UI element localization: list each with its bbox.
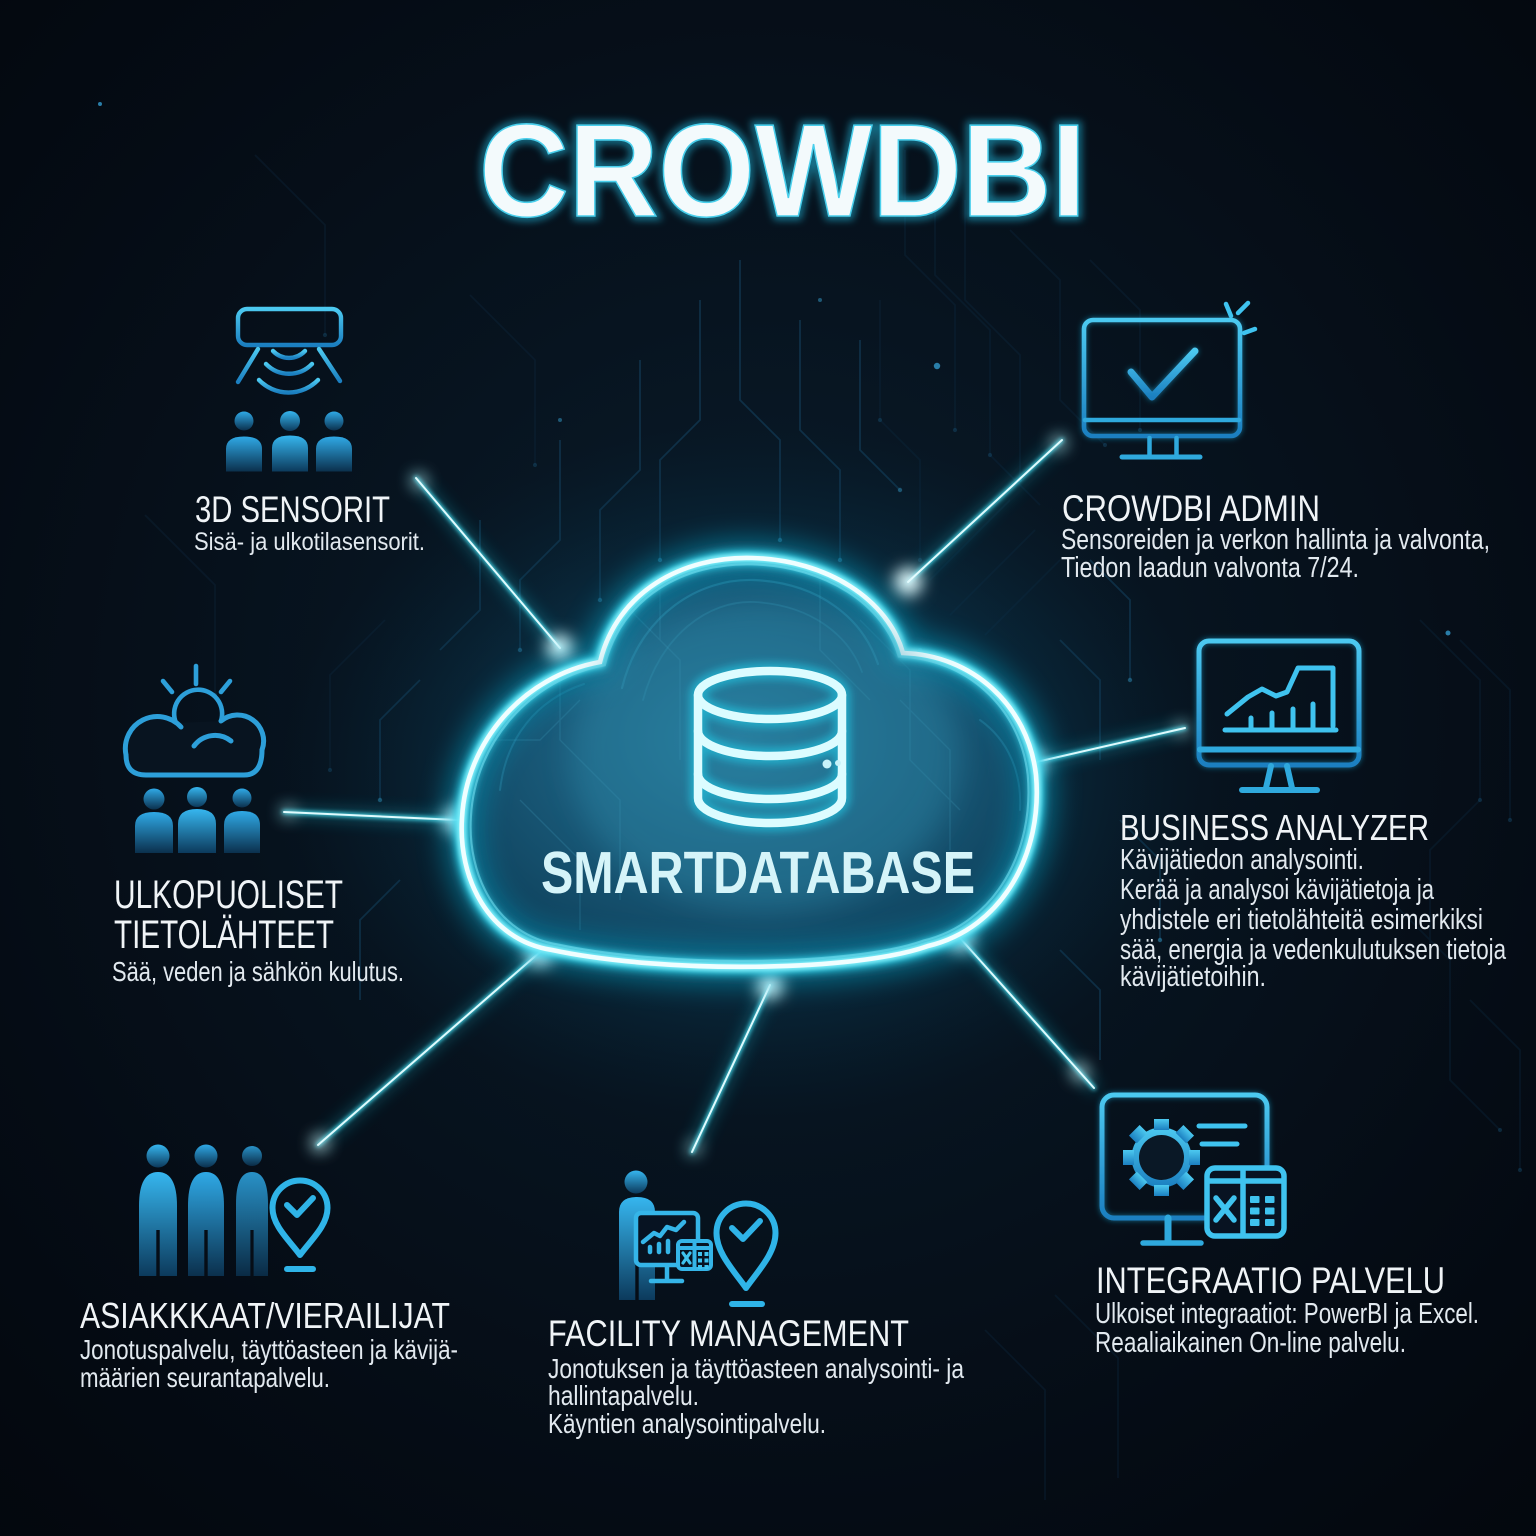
svg-text:Ulkoiset integraatiot: PowerBI: Ulkoiset integraatiot: PowerBI ja Excel. bbox=[1095, 1298, 1479, 1330]
svg-text:Sää, veden ja sähkön kulutus.: Sää, veden ja sähkön kulutus. bbox=[112, 956, 404, 987]
svg-text:Reaaliaikainen On-line palvelu: Reaaliaikainen On-line palvelu. bbox=[1095, 1327, 1406, 1359]
svg-text:hallintapalvelu.: hallintapalvelu. bbox=[548, 1380, 699, 1411]
svg-text:Jonotuspalvelu, täyttöasteen j: Jonotuspalvelu, täyttöasteen ja kävijä- bbox=[80, 1334, 458, 1365]
svg-text:3D SENSORIT: 3D SENSORIT bbox=[195, 489, 390, 530]
svg-text:TIETOLÄHTEET: TIETOLÄHTEET bbox=[114, 913, 334, 957]
svg-text:FACILITY MANAGEMENT: FACILITY MANAGEMENT bbox=[548, 1313, 909, 1354]
svg-text:ASIAKKKAAT/VIERAILIJAT: ASIAKKKAAT/VIERAILIJAT bbox=[80, 1295, 450, 1336]
svg-text:SMARTDATABASE: SMARTDATABASE bbox=[541, 840, 975, 906]
svg-text:CROWDBI: CROWDBI bbox=[479, 97, 1086, 244]
svg-text:INTEGRAATIO PALVELU: INTEGRAATIO PALVELU bbox=[1096, 1260, 1445, 1301]
svg-text:Tiedon laadun valvonta 7/24.: Tiedon laadun valvonta 7/24. bbox=[1061, 552, 1359, 584]
svg-text:sää, energia ja vedenkulutukse: sää, energia ja vedenkulutuksen tietoja bbox=[1120, 934, 1507, 966]
svg-text:Kävijätiedon analysointi.: Kävijätiedon analysointi. bbox=[1120, 844, 1364, 876]
svg-text:Kerää ja analysoi kävijätietoj: Kerää ja analysoi kävijätietoja ja bbox=[1120, 874, 1435, 906]
svg-text:Jonotuksen ja täyttöasteen an: Jonotuksen ja täyttöasteen analysointi- … bbox=[548, 1353, 964, 1384]
svg-text:Sisä- ja ulkotilasensorit.: Sisä- ja ulkotilasensorit. bbox=[194, 528, 425, 556]
svg-text:yhdistele eri tietolähteitä es: yhdistele eri tietolähteitä esimerkiksi bbox=[1120, 904, 1483, 936]
svg-text:Käyntien analysointipalvelu.: Käyntien analysointipalvelu. bbox=[548, 1408, 826, 1439]
svg-text:CROWDBI ADMIN: CROWDBI ADMIN bbox=[1062, 488, 1320, 529]
svg-text:CROWDBI: CROWDBI bbox=[479, 97, 1086, 244]
svg-text:Sensoreiden ja verkon hallinta: Sensoreiden ja verkon hallinta ja valvon… bbox=[1061, 524, 1490, 556]
svg-text:BUSINESS ANALYZER: BUSINESS ANALYZER bbox=[1120, 807, 1429, 848]
svg-text:kävijätietoihin.: kävijätietoihin. bbox=[1120, 961, 1266, 993]
svg-text:määrien seurantapalvelu.: määrien seurantapalvelu. bbox=[80, 1362, 330, 1393]
svg-text:ULKOPUOLISET: ULKOPUOLISET bbox=[114, 873, 343, 917]
